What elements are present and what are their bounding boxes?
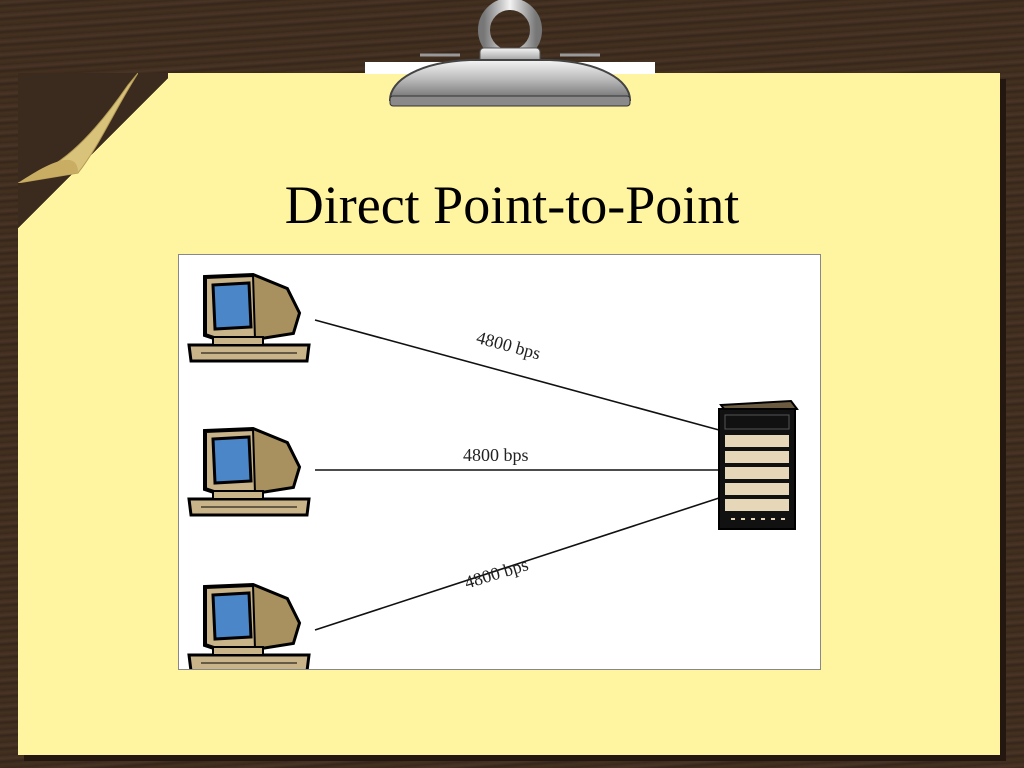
computer-terminal-icon: [187, 273, 311, 363]
server-host-icon: [718, 399, 799, 530]
clipboard-clip-icon: [365, 0, 655, 107]
link-label-3: 4800 bps: [462, 554, 531, 592]
network-diagram: 4800 bps 4800 bps 4800 bps: [178, 254, 821, 670]
link-label-1: 4800 bps: [474, 327, 542, 363]
link-line-1: [314, 319, 720, 431]
computer-terminal-icon: [187, 427, 311, 517]
link-line-3: [314, 497, 720, 631]
paper-curl-icon: [18, 73, 138, 183]
computer-terminal-icon: [187, 583, 311, 669]
slide-title: Direct Point-to-Point: [284, 175, 740, 235]
paper-folded-corner: [18, 73, 168, 233]
link-label-2: 4800 bps: [463, 445, 529, 465]
